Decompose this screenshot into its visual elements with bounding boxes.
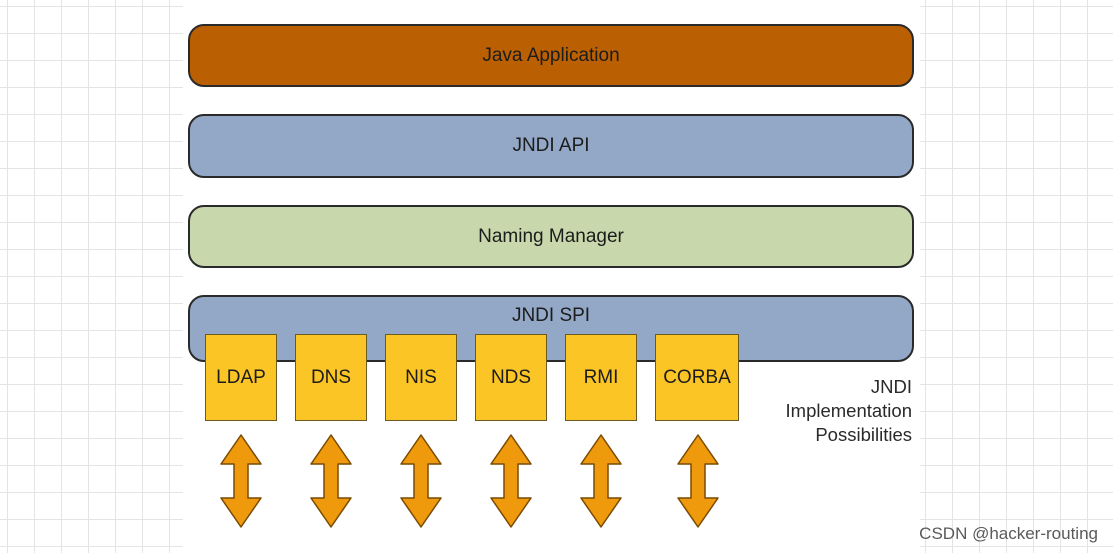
naming-manager-layer: Naming Manager bbox=[188, 205, 914, 268]
java-application-label: Java Application bbox=[482, 44, 620, 66]
nis-box: NIS bbox=[385, 334, 457, 421]
nis-double-arrow-icon bbox=[400, 434, 442, 528]
jndi-implementation-possibilities-note: JNDI Implementation Possibilities bbox=[740, 375, 912, 447]
naming-manager-label: Naming Manager bbox=[478, 225, 624, 247]
note-line-2: Implementation bbox=[785, 400, 912, 421]
nds-box: NDS bbox=[475, 334, 547, 421]
note-line-3: Possibilities bbox=[815, 424, 912, 445]
dns-box: DNS bbox=[295, 334, 367, 421]
watermark: CSDN @hacker-routing bbox=[919, 524, 1098, 543]
corba-double-arrow-icon bbox=[677, 434, 719, 528]
jndi-api-layer: JNDI API bbox=[188, 114, 914, 178]
dns-double-arrow-icon bbox=[310, 434, 352, 528]
note-line-1: JNDI bbox=[870, 376, 912, 397]
rmi-box: RMI bbox=[565, 334, 637, 421]
java-application-layer: Java Application bbox=[188, 24, 914, 87]
ldap-box: LDAP bbox=[205, 334, 277, 421]
corba-box: CORBA bbox=[655, 334, 739, 421]
nds-double-arrow-icon bbox=[490, 434, 532, 528]
diagram-panel bbox=[183, 0, 920, 553]
jndi-api-label: JNDI API bbox=[512, 135, 590, 156]
ldap-double-arrow-icon bbox=[220, 434, 262, 528]
jndi-spi-label: JNDI SPI bbox=[511, 305, 591, 326]
rmi-double-arrow-icon bbox=[580, 434, 622, 528]
